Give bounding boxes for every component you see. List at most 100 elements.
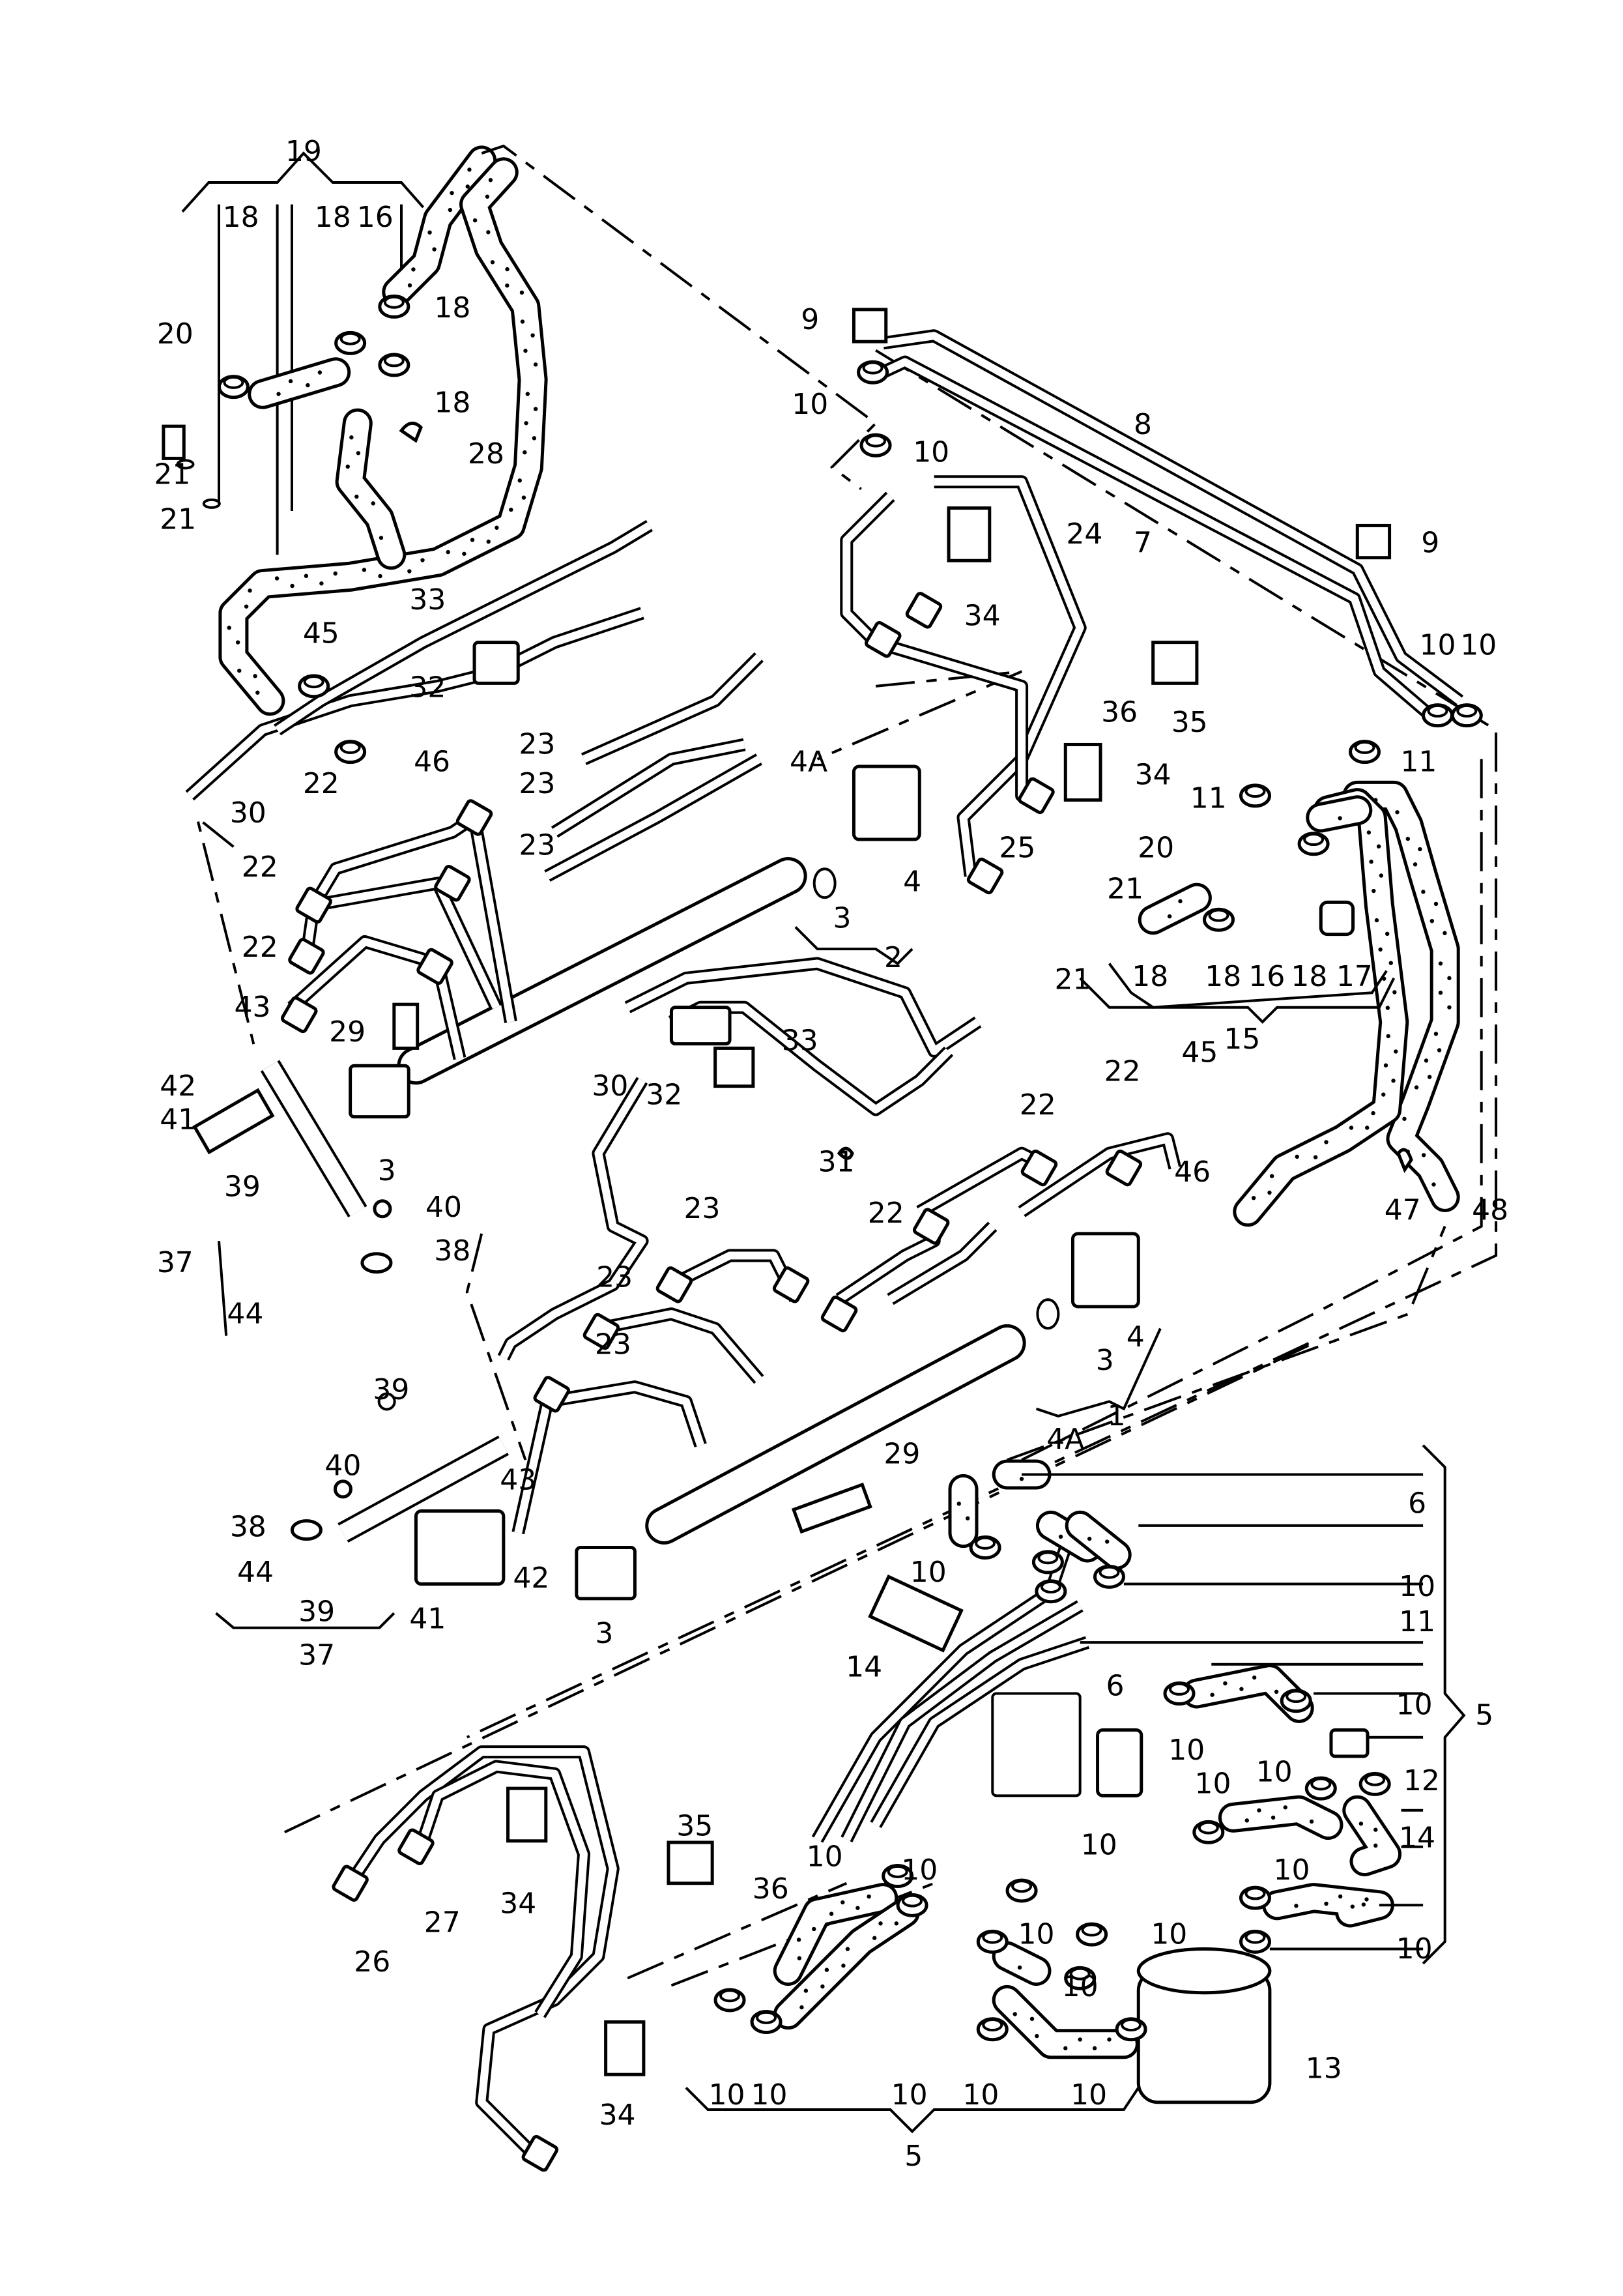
callout-label: 14 xyxy=(846,1650,882,1683)
bracket-35 xyxy=(1151,641,1199,685)
hose-texture-dot xyxy=(1107,2037,1112,2042)
hose-clamp-ring xyxy=(1069,1967,1091,1981)
hose-texture-dot xyxy=(533,362,538,367)
callout-label: 46 xyxy=(414,746,450,779)
clip-31 xyxy=(837,1146,854,1160)
return-hose-b-fill xyxy=(222,160,545,713)
callout-label: 37 xyxy=(157,1246,194,1279)
hose-texture-dot xyxy=(345,464,350,469)
hose-texture-dot xyxy=(486,539,491,544)
callout-label: 48 xyxy=(1472,1193,1508,1227)
bracket-5-bottom xyxy=(685,2086,1140,2134)
hose-texture-dot xyxy=(1373,1827,1378,1832)
callout-label: 5 xyxy=(1475,1698,1493,1732)
callout-label: 5 xyxy=(904,2140,923,2173)
hose-texture-dot xyxy=(1438,961,1443,966)
hose-texture-dot xyxy=(1402,1116,1407,1121)
hose-texture-dot xyxy=(450,190,454,196)
hose-texture-dot xyxy=(965,1516,970,1520)
hose-texture-dot xyxy=(1269,1174,1274,1178)
hose-texture-dot xyxy=(304,574,309,578)
hose-texture-dot xyxy=(276,392,281,396)
callout-label: 11 xyxy=(1400,746,1437,779)
callout-label: 35 xyxy=(1171,706,1208,739)
hose-texture-dot xyxy=(1105,1539,1110,1544)
hose-texture-dot xyxy=(354,494,359,499)
hose-texture-dot xyxy=(1013,2012,1017,2016)
hose-texture-dot xyxy=(841,1963,846,1968)
hose-texture-dot xyxy=(1373,1843,1378,1848)
hose-texture-dot xyxy=(486,230,491,235)
bracket-5-right xyxy=(1422,1444,1466,1965)
hose-texture-dot xyxy=(956,1502,961,1506)
injector-line-23-fill xyxy=(553,740,745,836)
hose-clamp-ring xyxy=(1011,1880,1033,1893)
hose-texture-dot xyxy=(799,2005,804,2010)
hose-texture-dot xyxy=(1433,901,1439,907)
hose-texture-dot xyxy=(1447,1005,1452,1010)
union-nut xyxy=(905,592,943,629)
hose-texture-dot xyxy=(824,1968,829,1972)
callout-label: 41 xyxy=(160,1103,196,1136)
hose-texture-dot xyxy=(1433,1032,1439,1036)
filter-line-fill xyxy=(814,1546,1069,1842)
callout-label: 42 xyxy=(513,1562,549,1595)
hose-texture-dot xyxy=(1438,991,1443,995)
hose-texture-dot xyxy=(1365,1126,1370,1130)
hose-texture-dot xyxy=(1366,830,1372,835)
mount-plate xyxy=(991,1692,1082,1797)
hose-texture-dot xyxy=(1392,990,1397,995)
bracket-14 xyxy=(868,1574,964,1653)
hose-texture-dot xyxy=(411,267,416,272)
hose-texture-dot xyxy=(1257,1808,1261,1812)
bracket-34-lower xyxy=(506,1786,548,1843)
callout-label: 13 xyxy=(1306,2052,1342,2085)
bracket-34 xyxy=(1063,742,1102,802)
hose-clamp-ring xyxy=(1198,1821,1219,1835)
hose-texture-dot xyxy=(1267,1190,1272,1195)
hose-texture-dot xyxy=(867,1894,871,1899)
filter-line-fill xyxy=(842,1602,1082,1842)
hose-10d-fill xyxy=(776,1900,917,2027)
hose-texture-dot xyxy=(525,392,530,396)
hose-texture-dot xyxy=(1379,873,1384,878)
hose-texture-dot xyxy=(845,1947,850,1951)
union-nut xyxy=(655,1266,693,1303)
callout-label: 39 xyxy=(298,1595,335,1628)
hose-clamp-ring xyxy=(982,1930,1003,1944)
hose-texture-dot xyxy=(237,668,242,673)
washer-21 xyxy=(202,498,221,509)
fuel-line-30-upper-b-fill xyxy=(275,522,652,734)
clip-9-top xyxy=(852,308,888,343)
hose-texture-dot xyxy=(378,574,382,579)
hose-texture-dot xyxy=(1338,816,1342,821)
hose-texture-dot xyxy=(1369,860,1373,864)
clamp-18-mid-ring xyxy=(339,332,361,345)
union-nut xyxy=(288,938,325,975)
bracket-37-upper xyxy=(218,1240,228,1336)
hose-clamp-ring xyxy=(1099,1565,1120,1579)
hose-texture-dot xyxy=(462,551,467,556)
callout-label: 23 xyxy=(683,1192,720,1225)
callout-label: 4A xyxy=(1046,1423,1084,1456)
callout-label: 17 xyxy=(1336,960,1373,993)
hose-texture-dot xyxy=(485,194,490,199)
hose-texture-dot xyxy=(878,1921,883,1926)
filter-valve-6 xyxy=(1096,1728,1143,1797)
hose-lower-b-fill xyxy=(995,1944,1048,1983)
clamp-41-lower xyxy=(414,1509,506,1586)
callout-label: 7 xyxy=(1134,527,1152,560)
callout-label: 10 xyxy=(1460,628,1497,661)
union-nut xyxy=(772,1266,810,1303)
hose-texture-dot xyxy=(467,167,472,172)
hose-texture-dot xyxy=(1294,1904,1299,1908)
pressure-regulator-4-lower xyxy=(1070,1232,1140,1309)
hose-clamp-ring xyxy=(982,2018,1003,2032)
clamp-10-ring xyxy=(1427,704,1448,718)
callout-label: 37 xyxy=(298,1639,335,1672)
hose-clamp-ring xyxy=(1081,1923,1102,1937)
union-nut xyxy=(820,1295,858,1333)
hose-texture-dot xyxy=(894,1921,898,1926)
bracket-28 xyxy=(399,422,423,443)
